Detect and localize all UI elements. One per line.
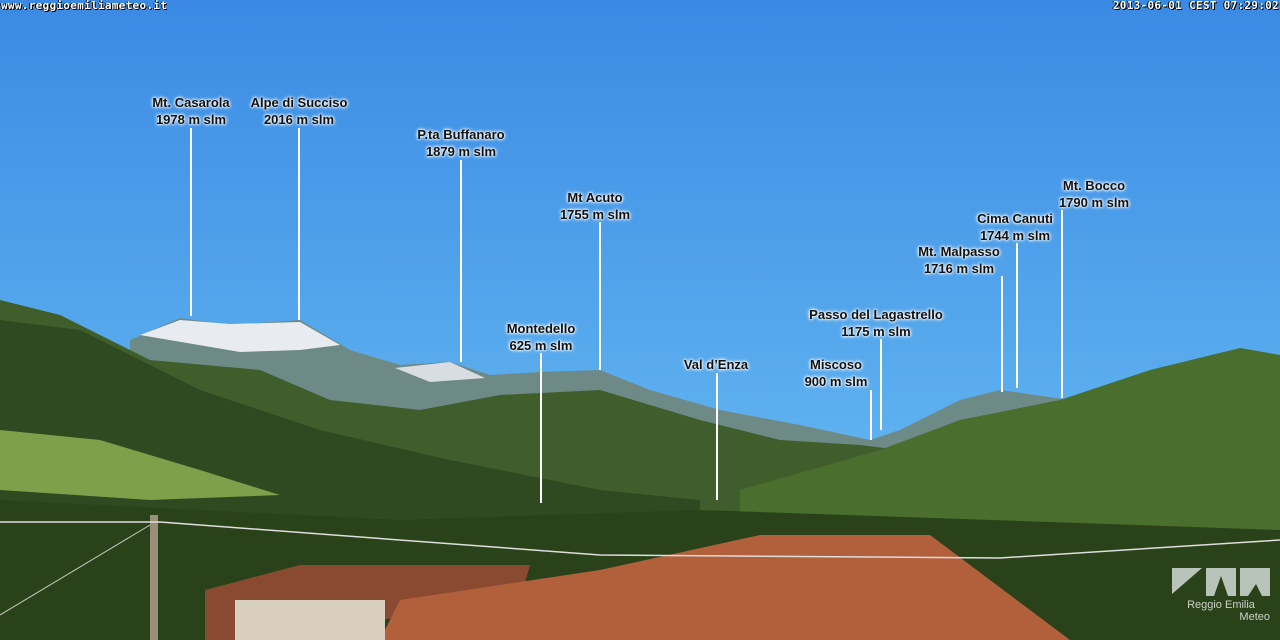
pointer-line <box>599 222 601 370</box>
pointer-line <box>190 128 192 316</box>
peak-altitude: 625 m slm <box>509 338 573 353</box>
peak-altitude: 2016 m slm <box>263 112 335 127</box>
peak-altitude: 1755 m slm <box>559 207 631 222</box>
peak-name: Mt. Malpasso <box>918 244 1000 259</box>
peak-label-succiso: Alpe di Succiso 2016 m slm <box>251 94 348 128</box>
watermark-text: Meteo <box>1239 611 1270 623</box>
peak-label-miscoso: Miscoso 900 m slm <box>805 356 868 390</box>
pointer-line <box>298 128 300 320</box>
peak-label-bocco: Mt. Bocco 1790 m slm <box>1059 177 1129 211</box>
peak-name: Mt Acuto <box>567 190 623 205</box>
peak-altitude: 1879 m slm <box>425 144 497 159</box>
pointer-line <box>716 373 718 500</box>
site-url: www.reggioemiliameteo.it <box>1 0 168 12</box>
pointer-line <box>880 339 882 430</box>
peak-altitude: 1175 m slm <box>841 324 911 339</box>
pointer-line <box>870 390 872 440</box>
peak-label-montedello: Montedello 625 m slm <box>507 320 576 354</box>
peak-label-val-enza: Val d’Enza <box>684 356 748 373</box>
peak-name: P.ta Buffanaro <box>417 127 505 142</box>
peak-name: Montedello <box>506 321 576 336</box>
peak-name: Passo del Lagastrello <box>809 307 943 322</box>
pointer-line <box>460 160 462 362</box>
peak-label-casarola: Mt. Casarola 1978 m slm <box>152 94 229 128</box>
peak-name: Mt. Bocco <box>1062 178 1126 193</box>
peak-name: Cima Canuti <box>977 211 1053 226</box>
timestamp: 2013-06-01 CEST 07:29:02 <box>1112 0 1279 12</box>
peak-altitude: 1978 m slm <box>155 112 227 127</box>
peak-altitude: 900 m slm <box>804 374 868 389</box>
peak-altitude: 1790 m slm <box>1058 195 1130 210</box>
watermark-text: Reggio Emilia <box>1187 599 1255 611</box>
peak-label-lagastrello: Passo del Lagastrello 1175 m slm <box>809 306 943 340</box>
peak-label-canuti: Cima Canuti 1744 m slm <box>977 210 1053 244</box>
peak-name: Alpe di Succiso <box>250 95 348 110</box>
peak-name: Val d’Enza <box>683 357 749 372</box>
pointer-line <box>1016 243 1018 388</box>
peak-label-acuto: Mt Acuto 1755 m slm <box>560 189 630 223</box>
peak-name: Miscoso <box>809 357 862 372</box>
peak-label-buffanaro: P.ta Buffanaro 1879 m slm <box>417 126 504 160</box>
pointer-line <box>1061 210 1063 398</box>
peak-label-malpasso: Mt. Malpasso 1716 m slm <box>918 243 1000 277</box>
watermark-logo: Reggio Emilia Meteo <box>1172 566 1270 628</box>
pointer-line <box>1001 276 1003 392</box>
pointer-line <box>540 353 542 503</box>
logo-icon <box>1172 568 1270 596</box>
peak-altitude: 1716 m slm <box>923 261 995 276</box>
peak-name: Mt. Casarola <box>152 95 230 110</box>
peak-altitude: 1744 m slm <box>979 228 1051 243</box>
